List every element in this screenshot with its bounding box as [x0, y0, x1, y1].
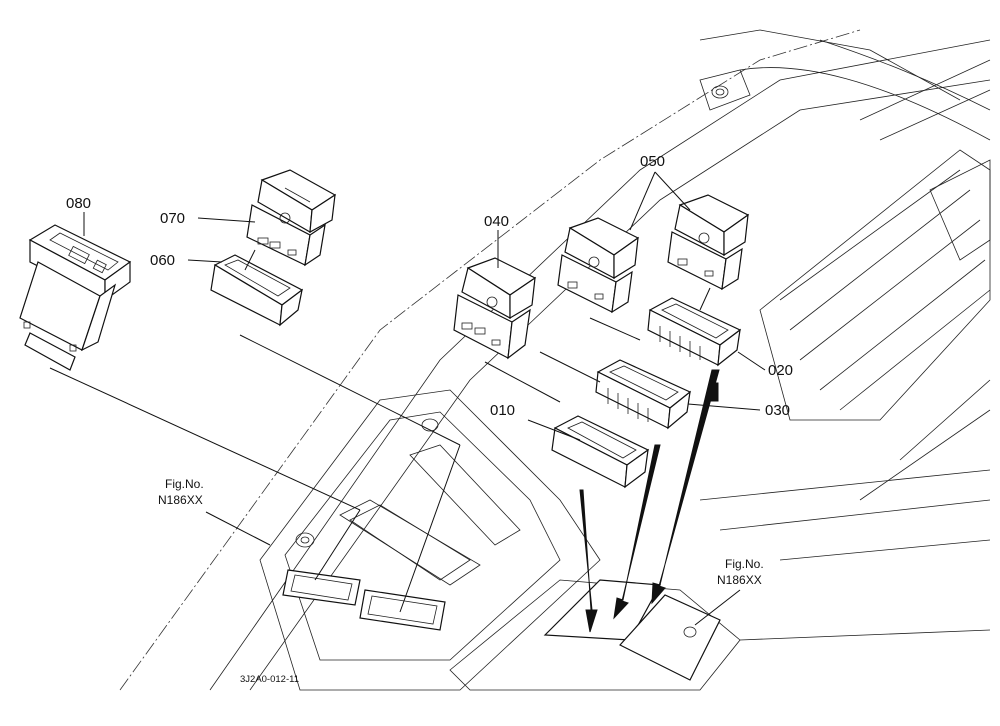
label-030: 030: [765, 402, 790, 419]
part-020: [647, 297, 742, 367]
fig-ref-right-line1: Fig.No.: [725, 557, 764, 571]
part-080: [19, 224, 132, 371]
part-010: [551, 415, 650, 489]
label-040: 040: [484, 213, 509, 230]
label-010: 010: [490, 402, 515, 419]
part-050-a: [557, 217, 640, 314]
assembly-arrows: [579, 369, 720, 633]
console-body: [119, 29, 991, 691]
label-050: 050: [640, 153, 665, 170]
leader-lines: [49, 171, 766, 626]
part-060: [210, 254, 304, 327]
fig-ref-left-line2: N186XX: [158, 493, 203, 507]
part-070: [246, 169, 337, 267]
label-020: 020: [768, 362, 793, 379]
part-030: [595, 359, 692, 430]
label-080: 080: [66, 195, 91, 212]
label-070: 070: [160, 210, 185, 227]
part-050-b: [667, 194, 750, 291]
part-040: [453, 257, 537, 360]
label-060: 060: [150, 252, 175, 269]
fig-ref-left-line1: Fig.No.: [165, 477, 204, 491]
fig-ref-right-line2: N186XX: [717, 573, 762, 587]
drawing-code: 3J2A0-012-11: [240, 674, 299, 685]
